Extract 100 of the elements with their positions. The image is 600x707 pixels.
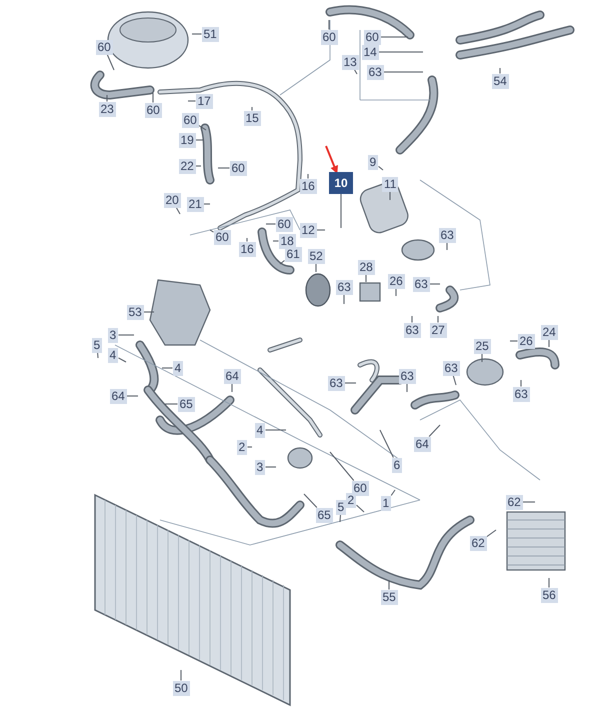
leader-line [548,578,550,588]
callout-number: 15 [244,110,261,126]
callout-number: 51 [202,26,219,42]
callout-number: 63 [412,276,430,292]
leader-line [97,352,98,358]
callout-number: 63 [328,376,345,390]
callout-number: 60 [182,112,199,128]
arrow [325,146,338,174]
leader-line [344,382,356,384]
callout-number: 3 [254,460,266,474]
leader-line [247,446,252,448]
callout-number: 60 [352,480,369,496]
callout-number: 23 [98,102,116,116]
callout-number: 2 [346,492,356,508]
callout-number: 4 [172,360,184,376]
leader-line [510,340,518,342]
callout-number: 3 [108,328,118,342]
callout-number: 6 [392,458,402,472]
callout-number: 55 [380,590,398,604]
callout-number: 10 [329,172,353,194]
callout-number: 28 [358,260,375,274]
callout-number: 5 [336,500,346,514]
callout-number: 62 [470,536,487,550]
callout-number: 60 [364,30,381,44]
leader-line [265,466,276,468]
leader-line [390,490,396,496]
callout-number: 26 [518,334,535,348]
leader-line [378,166,384,170]
leader-line [106,54,114,70]
callout-number: 24 [540,324,558,340]
callout-number: 63 [398,368,416,384]
callout-number: 56 [540,588,558,602]
callout-number: 1 [380,496,392,510]
leader-line [118,357,126,362]
callout-number: 20 [164,192,181,208]
callout-number: 63 [512,386,530,402]
leader-line [152,92,154,103]
callout-number: 53 [126,304,144,320]
callout-number: 18 [278,234,296,248]
callout-number: 60 [144,102,162,118]
callout-number: 12 [300,222,317,238]
callout-number: 61 [284,246,302,262]
leader-line [380,430,394,458]
callout-number: 11 [382,176,398,192]
leader-line [210,230,214,233]
callout-number: 22 [178,158,196,174]
callout-number: 64 [414,436,431,452]
leader-line [354,69,358,74]
leader-line [428,424,440,437]
callout-number: 60 [276,216,293,232]
callout-number: 17 [196,94,213,108]
callout-number: 65 [178,396,195,412]
callout-number: 54 [492,74,509,88]
callout-number: 16 [300,178,317,194]
leader-line [356,504,364,512]
leader-line [340,514,341,522]
callout-number: 62 [506,494,523,510]
leader-line [330,452,354,481]
callout-number: 4 [254,422,266,438]
leader-line [520,380,522,387]
callout-number: 60 [230,160,247,176]
leader-line [106,94,108,102]
callout-number: 63 [366,64,384,80]
leader-line [246,238,248,242]
leader-line [340,194,342,228]
callout-number: 64 [224,368,241,384]
callout-number: 2 [236,440,248,454]
leader-line [176,207,180,214]
callout-number: 21 [186,196,204,212]
callout-number: 25 [474,338,491,354]
callout-number: 13 [342,54,359,70]
callout-number: 9 [368,154,378,170]
leader-line [328,20,330,30]
callout-number: 64 [110,388,127,404]
callout-number: 14 [362,44,379,60]
leader-line [304,494,318,508]
leader-line [188,100,196,102]
callout-number: 60 [96,40,113,54]
callout-number: 63 [438,228,456,242]
leader-line [380,36,408,38]
callout-number: 52 [308,248,325,264]
callout-number: 26 [388,274,405,288]
callout-number: 4 [108,348,118,362]
callout-number: 63 [442,360,460,376]
callout-number: 63 [336,280,353,294]
leader-line [280,260,285,264]
leader-line [452,375,456,386]
callout-number: 16 [238,242,256,256]
leader-line [406,383,408,392]
callout-number: 5 [92,338,102,352]
leader-line [198,124,206,130]
callout-number: 60 [320,30,338,44]
leader-line [548,339,550,348]
leader-line [118,334,134,336]
leader-line [446,242,448,250]
callout-number: 50 [172,680,190,696]
callout-number: 60 [214,230,231,244]
callout-number: 19 [178,132,196,148]
leader-line [272,240,279,242]
leader-line [486,530,496,538]
